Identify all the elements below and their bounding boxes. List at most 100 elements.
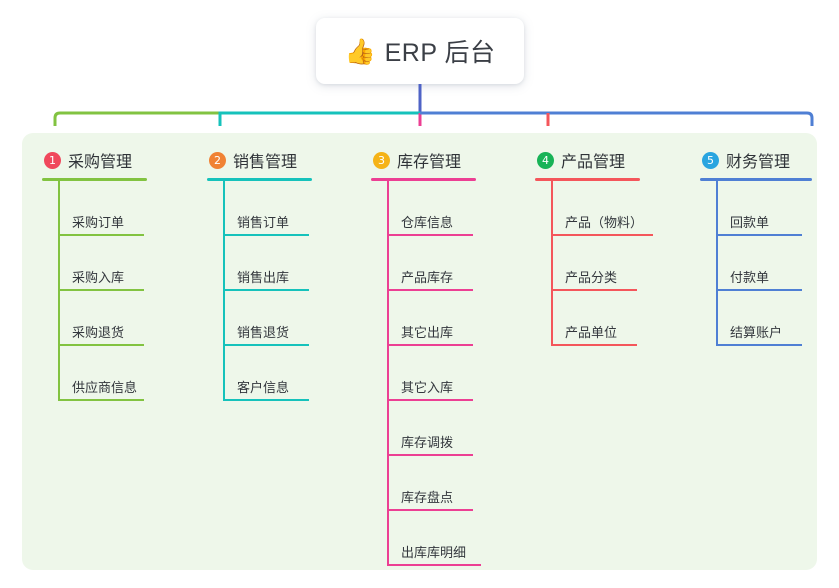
list-item[interactable]: 产品库存 bbox=[387, 236, 521, 291]
list-item[interactable]: 出库库明细 bbox=[387, 511, 521, 566]
list-item[interactable]: 其它入库 bbox=[387, 346, 521, 401]
branch-item-list: 采购订单采购入库采购退货供应商信息 bbox=[42, 181, 192, 401]
list-item-rule bbox=[58, 399, 144, 401]
branch-number-badge: 4 bbox=[537, 151, 554, 169]
list-item[interactable]: 采购退货 bbox=[58, 291, 192, 346]
branch-number-badge: 3 bbox=[373, 151, 390, 169]
list-item-rule bbox=[387, 454, 473, 456]
branch-header-3[interactable]: 3 库存管理 bbox=[371, 148, 521, 172]
list-item[interactable]: 产品（物料） bbox=[551, 181, 685, 236]
branch-column-3: 3 库存管理仓库信息产品库存其它出库其它入库库存调拨库存盘点出库库明细 bbox=[371, 148, 521, 566]
list-item-label: 供应商信息 bbox=[72, 380, 138, 395]
list-item-label: 产品库存 bbox=[401, 270, 454, 285]
list-item-rule bbox=[387, 399, 473, 401]
list-item[interactable]: 采购入库 bbox=[58, 236, 192, 291]
branch-item-list: 销售订单销售出库销售退货客户信息 bbox=[207, 181, 357, 401]
branch-header-1[interactable]: 1 采购管理 bbox=[42, 148, 192, 172]
branch-spine bbox=[387, 181, 389, 566]
list-item-rule bbox=[716, 234, 802, 236]
list-item-label: 库存盘点 bbox=[401, 490, 454, 505]
list-item-label: 结算账户 bbox=[730, 325, 783, 340]
list-item-rule bbox=[387, 234, 473, 236]
list-item-rule bbox=[223, 234, 309, 236]
list-item[interactable]: 产品分类 bbox=[551, 236, 685, 291]
list-item-label: 销售订单 bbox=[237, 215, 290, 230]
list-item[interactable]: 产品单位 bbox=[551, 291, 685, 346]
branch-header-rule bbox=[535, 178, 640, 181]
list-item-rule bbox=[551, 289, 637, 291]
list-item[interactable]: 回款单 bbox=[716, 181, 820, 236]
branch-column-5: 5 财务管理回款单付款单结算账户 bbox=[700, 148, 820, 346]
branch-spine bbox=[58, 181, 60, 401]
root-title: ERP 后台 bbox=[384, 39, 496, 67]
list-item-label: 出库库明细 bbox=[401, 545, 467, 560]
branch-spine bbox=[716, 181, 718, 346]
list-item-rule bbox=[387, 344, 473, 346]
branch-title: 采购管理 bbox=[68, 154, 133, 171]
list-item-label: 付款单 bbox=[730, 270, 770, 285]
list-item-rule bbox=[58, 289, 144, 291]
branch-column-1: 1 采购管理采购订单采购入库采购退货供应商信息 bbox=[42, 148, 192, 401]
list-item-label: 库存调拨 bbox=[401, 435, 454, 450]
list-item[interactable]: 销售退货 bbox=[223, 291, 357, 346]
list-item[interactable]: 销售出库 bbox=[223, 236, 357, 291]
list-item-label: 销售退货 bbox=[237, 325, 290, 340]
list-item-label: 采购入库 bbox=[72, 270, 125, 285]
branch-column-2: 2 销售管理销售订单销售出库销售退货客户信息 bbox=[207, 148, 357, 401]
branch-header-5[interactable]: 5 财务管理 bbox=[700, 148, 820, 172]
branch-spine bbox=[223, 181, 225, 401]
list-item-label: 回款单 bbox=[730, 215, 770, 230]
list-item-rule bbox=[716, 344, 802, 346]
branch-header-rule bbox=[207, 178, 312, 181]
list-item-rule bbox=[551, 344, 637, 346]
branch-spine bbox=[551, 181, 553, 346]
branch-panel bbox=[22, 133, 817, 570]
list-item-label: 采购订单 bbox=[72, 215, 125, 230]
branch-title: 财务管理 bbox=[726, 154, 791, 171]
list-item-rule bbox=[223, 344, 309, 346]
list-item[interactable]: 库存盘点 bbox=[387, 456, 521, 511]
list-item-label: 其它入库 bbox=[401, 380, 454, 395]
list-item-label: 客户信息 bbox=[237, 380, 290, 395]
list-item-label: 其它出库 bbox=[401, 325, 454, 340]
branch-header-rule bbox=[700, 178, 812, 181]
list-item-rule bbox=[223, 289, 309, 291]
branch-item-list: 仓库信息产品库存其它出库其它入库库存调拨库存盘点出库库明细 bbox=[371, 181, 521, 566]
branch-number-badge: 5 bbox=[702, 151, 719, 169]
list-item-label: 采购退货 bbox=[72, 325, 125, 340]
list-item[interactable]: 客户信息 bbox=[223, 346, 357, 401]
thumbs-up-icon: 👍 bbox=[344, 36, 376, 66]
branch-header-2[interactable]: 2 销售管理 bbox=[207, 148, 357, 172]
list-item[interactable]: 销售订单 bbox=[223, 181, 357, 236]
list-item-rule bbox=[551, 234, 653, 236]
list-item[interactable]: 付款单 bbox=[716, 236, 820, 291]
root-node[interactable]: 👍 ERP 后台 bbox=[316, 18, 524, 84]
list-item[interactable]: 其它出库 bbox=[387, 291, 521, 346]
list-item[interactable]: 供应商信息 bbox=[58, 346, 192, 401]
list-item[interactable]: 采购订单 bbox=[58, 181, 192, 236]
list-item-rule bbox=[58, 234, 144, 236]
branch-title: 库存管理 bbox=[397, 154, 462, 171]
branch-header-4[interactable]: 4 产品管理 bbox=[535, 148, 685, 172]
list-item[interactable]: 仓库信息 bbox=[387, 181, 521, 236]
list-item-rule bbox=[387, 564, 481, 566]
list-item-rule bbox=[716, 289, 802, 291]
list-item-label: 产品分类 bbox=[565, 270, 618, 285]
branch-number-badge: 1 bbox=[44, 151, 61, 169]
list-item[interactable]: 库存调拨 bbox=[387, 401, 521, 456]
branch-title: 销售管理 bbox=[233, 154, 298, 171]
branch-title: 产品管理 bbox=[561, 154, 626, 171]
branch-header-rule bbox=[42, 178, 147, 181]
branch-number-badge: 2 bbox=[209, 151, 226, 169]
branch-header-rule bbox=[371, 178, 476, 181]
list-item-rule bbox=[387, 509, 473, 511]
list-item-label: 销售出库 bbox=[237, 270, 290, 285]
list-item-label: 仓库信息 bbox=[401, 215, 454, 230]
list-item-rule bbox=[58, 344, 144, 346]
list-item-label: 产品单位 bbox=[565, 325, 618, 340]
branch-item-list: 回款单付款单结算账户 bbox=[700, 181, 820, 346]
list-item[interactable]: 结算账户 bbox=[716, 291, 820, 346]
list-item-label: 产品（物料） bbox=[565, 215, 644, 230]
branch-item-list: 产品（物料） 产品分类产品单位 bbox=[535, 181, 685, 346]
